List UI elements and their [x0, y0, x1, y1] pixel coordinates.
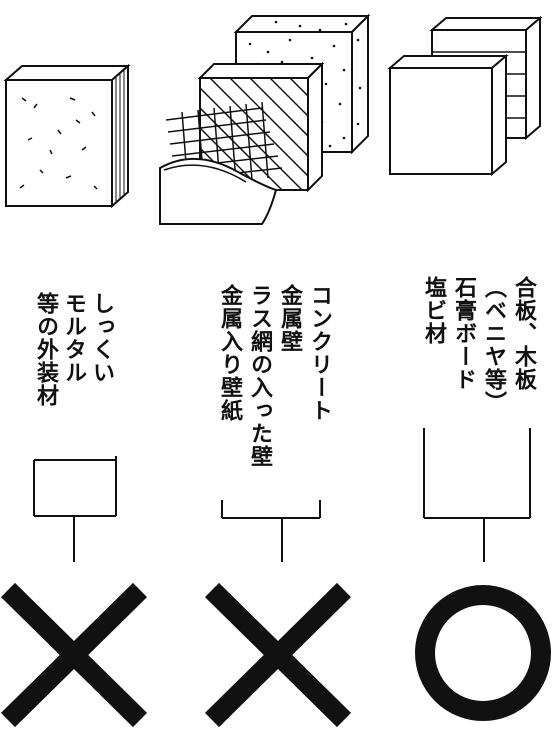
label-line: ラス網の入った壁 — [247, 284, 272, 468]
label-line: 等の外装材 — [33, 292, 58, 407]
label-line: 金属壁 — [277, 284, 302, 353]
left-cross-mark — [0, 582, 148, 728]
label-line: コンクリート — [307, 284, 332, 422]
label-line: 塩ビ材 — [421, 276, 446, 345]
label-line: モルタル — [61, 292, 86, 384]
middle-bracket — [221, 500, 321, 562]
label-line: しっくい — [89, 292, 114, 384]
left-bracket — [33, 456, 117, 562]
concrete-layers-illustration — [159, 13, 371, 225]
label-line: 金属入り壁紙 — [217, 284, 242, 422]
right-circle-mark — [415, 585, 551, 721]
board-illustration — [387, 15, 543, 177]
label-line: 合板、木板 — [511, 276, 536, 391]
right-bracket — [423, 428, 531, 562]
label-line: 石膏ボード — [451, 276, 476, 391]
plaster-block-illustration — [3, 63, 131, 209]
middle-cross-mark — [204, 582, 352, 728]
label-line: （ベニヤ等） — [481, 276, 506, 414]
